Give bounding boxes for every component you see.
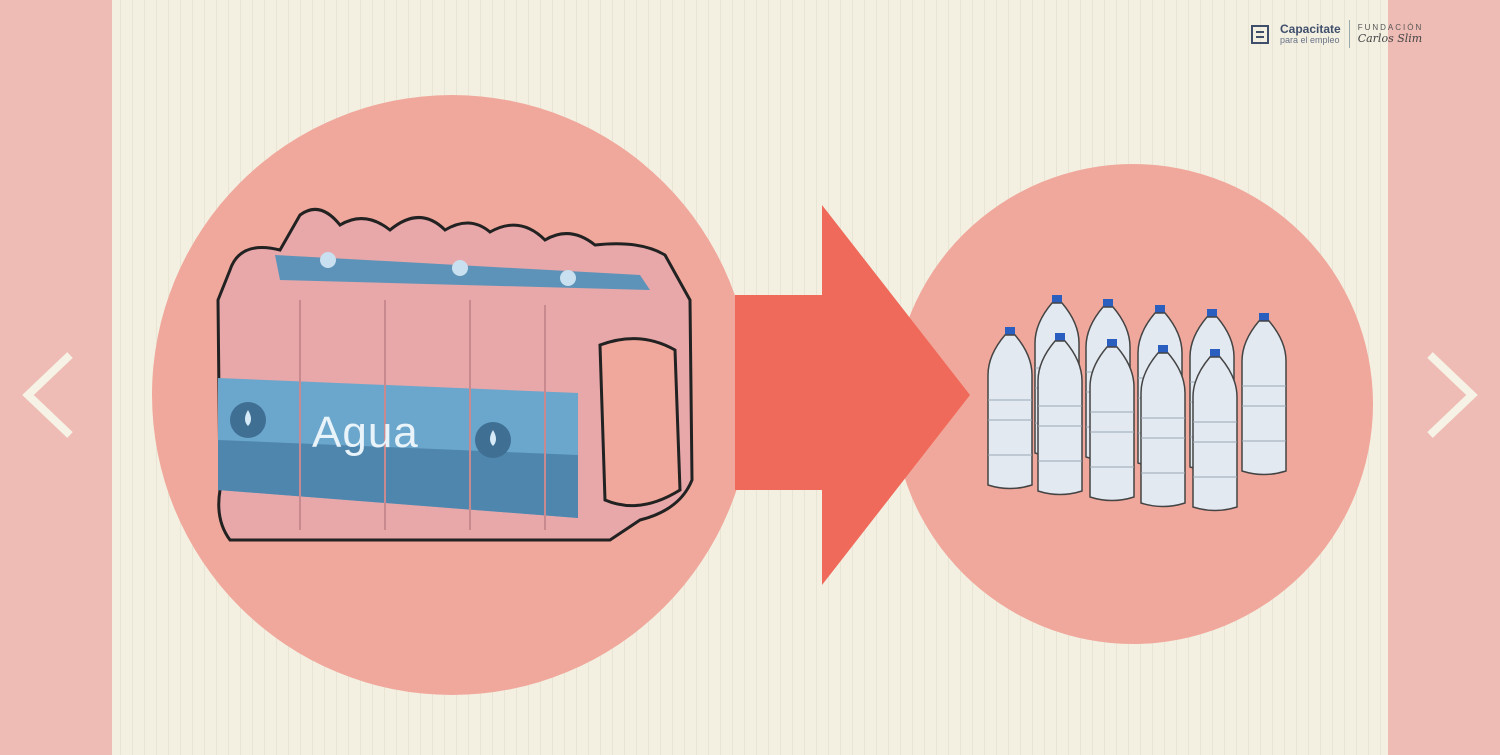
bottle-icon: [987, 327, 1033, 490]
left-side-panel: [0, 0, 112, 755]
chevron-right-icon: [1427, 352, 1478, 438]
bottles-group: [987, 295, 1287, 512]
arrow-icon: [735, 205, 970, 585]
foundation-label: FUNDACIÓN: [1357, 23, 1424, 32]
bottle-icon: [1140, 345, 1186, 508]
checklist-icon: [1251, 25, 1269, 44]
bottle-icon: [1241, 313, 1287, 476]
logo-divider: [1348, 20, 1350, 48]
chevron-left-icon: [22, 352, 73, 438]
bottle-icon: [1037, 333, 1083, 496]
logo-tagline: para el empleo: [1280, 35, 1340, 45]
logo-name: Capacitate: [1280, 22, 1341, 36]
previous-button[interactable]: [18, 350, 78, 440]
next-button[interactable]: [1422, 350, 1482, 440]
foundation-name: Carlos Slim: [1357, 32, 1423, 45]
bottle-icon: [1089, 339, 1135, 502]
right-side-panel: [1388, 0, 1500, 755]
bottle-icon: [1192, 349, 1238, 512]
water-pack-icon: [216, 207, 694, 542]
pack-label: Agua: [312, 408, 419, 457]
